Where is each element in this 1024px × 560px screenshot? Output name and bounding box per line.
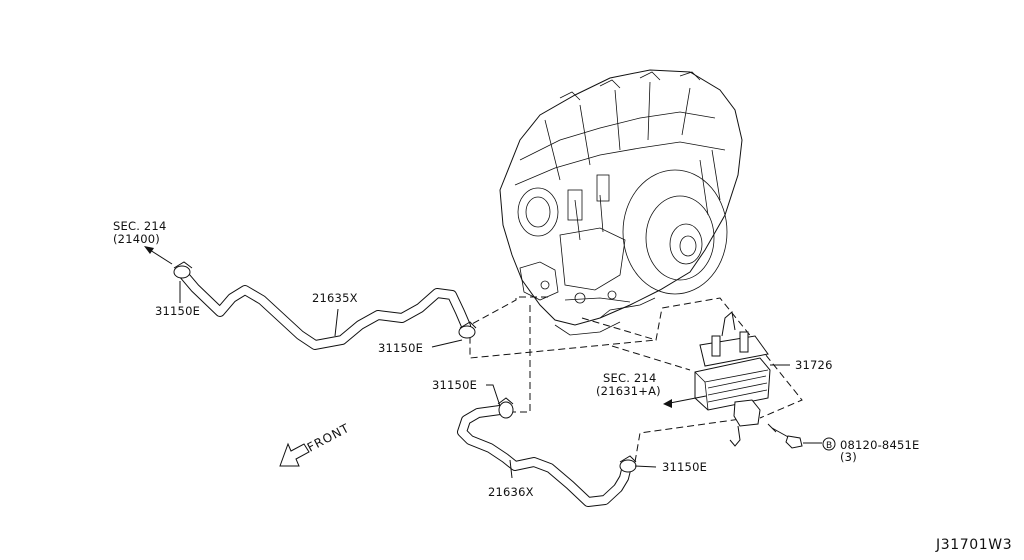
front-direction-arrow [279, 442, 310, 467]
sec-214-top-arrow [144, 246, 173, 265]
sec-214-top-ref-label: (21400) [113, 232, 160, 246]
clamp-lower-right-label: 31150E [662, 460, 707, 474]
b-circle-icon [822, 437, 836, 451]
oil-cooler-31726 [694, 311, 771, 447]
bolt-circle-letter: B [826, 441, 832, 451]
sec-214-top-label: SEC. 214 [113, 219, 166, 233]
oil-cooler-label: 31726 [795, 358, 833, 372]
dashed-leader-lines [469, 296, 803, 463]
hose-clamp-upper-right [458, 321, 477, 339]
hose-clamp-lower-left [497, 397, 514, 419]
bolt-part-label: 08120-8451E [840, 438, 919, 452]
hose-clamp-lower-right [619, 455, 637, 473]
clamp-upper-right-label: 31150E [378, 341, 423, 355]
label-leaders [179, 281, 790, 479]
diagram-code-label: J31701W3 [935, 537, 1012, 553]
upper-hose-21635x [179, 270, 471, 350]
sec-214-mid-label: SEC. 214 [603, 371, 656, 385]
bolt-08120-8451e [767, 423, 836, 451]
transmission-assembly [499, 69, 743, 336]
clamp-upper-left-label: 31150E [155, 304, 200, 318]
lower-hose-21636x [457, 405, 631, 507]
front-label: FRONT [305, 421, 352, 455]
hose-upper-label: 21635X [312, 291, 358, 305]
sec-214-mid-arrow [663, 395, 707, 408]
sec-214-mid-ref-label: (21631+A) [596, 384, 661, 398]
clamp-lower-left-label: 31150E [432, 378, 477, 392]
bolt-qty-label: (3) [840, 450, 857, 464]
hose-lower-label: 21636X [488, 485, 534, 499]
hose-clamp-upper-left [173, 261, 193, 279]
